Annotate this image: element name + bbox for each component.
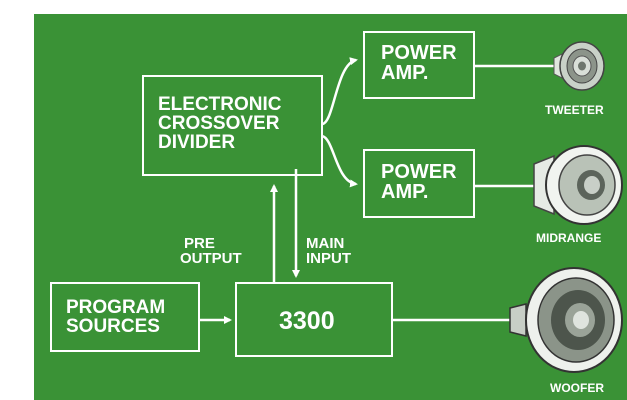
power-amp-bottom-block: POWER AMP. [363,149,475,218]
midrange-icon [533,145,623,225]
crossover-label-line-3: DIVIDER [158,132,236,153]
program-sources-label-line-1: PROGRAM [66,297,166,318]
preamp-3300-label: 3300 [279,307,335,335]
signal-flow-lines [199,41,623,373]
main-input-label-line-1: MAIN [306,235,345,252]
main-input-label: MAIN INPUT [306,236,351,266]
power-amp-top-label-line-1: POWER [381,42,457,64]
pre-output-label-line-1: PRE [184,235,215,252]
tweeter-icon [553,41,605,91]
power-amp-bottom-label-line-1: POWER [381,161,457,183]
crossover-block: ELECTRONIC CROSSOVER DIVIDER [142,75,323,176]
pre-output-label-line-2: OUTPUT [180,250,242,267]
preamp-3300-block: 3300 [235,282,393,357]
power-amp-top-label-line-2: AMP. [381,62,429,84]
woofer-label: WOOFER [550,381,604,395]
crossover-label-line-1: ELECTRONIC [158,94,282,115]
crossover-label-line-2: CROSSOVER [158,113,280,134]
power-amp-bottom-label-line-2: AMP. [381,181,429,203]
diagram-panel: ELECTRONIC CROSSOVER DIVIDER POWER AMP. … [34,14,627,400]
crossover-to-amp-top-line [321,57,358,126]
main-input-label-line-2: INPUT [306,250,351,267]
program-sources-label-line-2: SOURCES [66,316,160,337]
crossover-to-amp-bottom-line [321,134,358,188]
woofer-icon [509,267,623,373]
program-sources-block: PROGRAM SOURCES [50,282,200,352]
midrange-label: MIDRANGE [536,231,602,245]
power-amp-top-block: POWER AMP. [363,31,475,99]
tweeter-label: TWEETER [545,103,604,117]
pre-output-label: PRE OUTPUT [180,236,242,266]
